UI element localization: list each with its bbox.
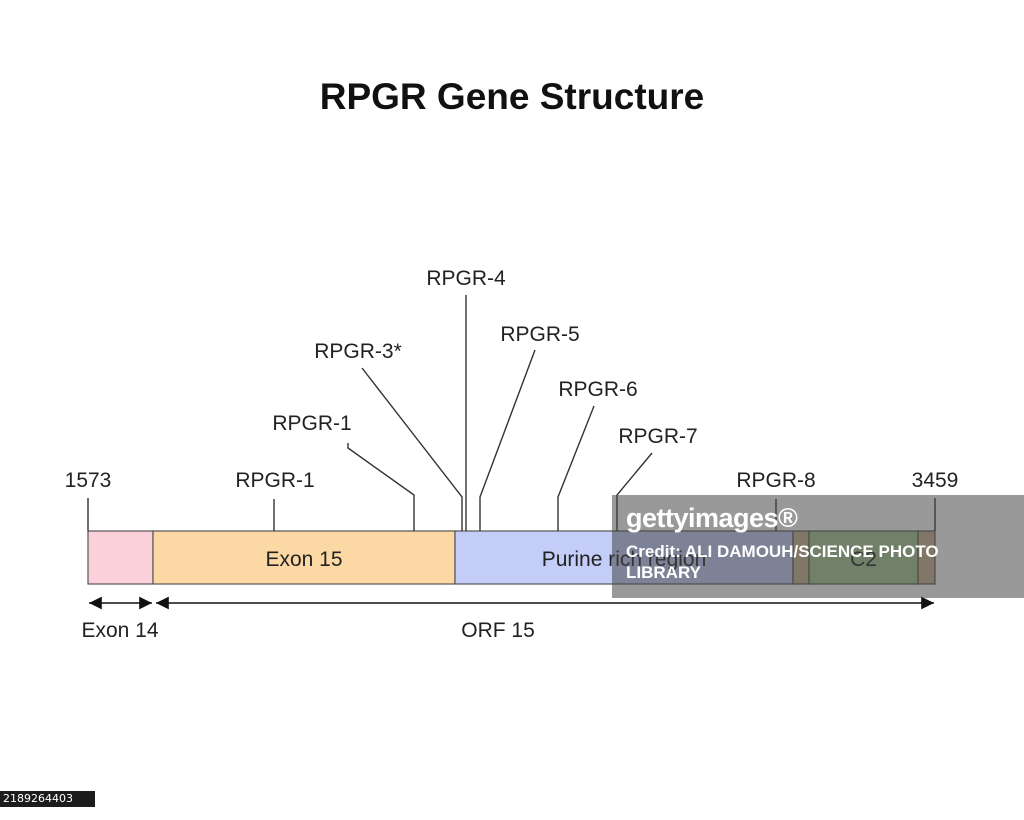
mutation-leader-3 — [361, 367, 463, 531]
gettyimages-logo: gettyimages® — [626, 503, 798, 533]
exon-14-segment — [87, 530, 154, 585]
exon-15-segment-label: Exon 15 — [265, 548, 342, 571]
mutation-label-7: RPGR-7 — [618, 425, 697, 448]
photo-credit: Credit: ALI DAMOUH/SCIENCE PHOTO LIBRARY — [626, 542, 939, 582]
exon-15-segment — [152, 530, 456, 585]
mutation-label-8: RPGR-8 — [736, 469, 815, 492]
mutation-label-5: RPGR-5 — [500, 323, 579, 346]
page-title: RPGR Gene Structure — [319, 76, 705, 117]
mutation-label-6: RPGR-6 — [558, 378, 637, 401]
mutation-label-3: RPGR-3* — [314, 340, 402, 363]
watermark-overlay: gettyimages® Credit: ALI DAMOUH/SCIENCE … — [612, 495, 1024, 598]
start-position-label: 1573 — [65, 469, 112, 492]
mutation-leader-5 — [479, 349, 536, 531]
mutation-label-2: RPGR-1 — [272, 412, 351, 435]
orf-15-span-label: ORF 15 — [461, 619, 535, 642]
mutation-leader-6 — [557, 405, 595, 531]
exon-14-span-label: Exon 14 — [81, 619, 158, 642]
mutation-label-4: RPGR-4 — [426, 267, 506, 290]
end-position-label: 3459 — [912, 469, 959, 492]
mutation-leader-2 — [347, 443, 415, 531]
image-id-badge: 2189264403 — [0, 791, 95, 807]
mutation-label-1: RPGR-1 — [235, 469, 314, 492]
